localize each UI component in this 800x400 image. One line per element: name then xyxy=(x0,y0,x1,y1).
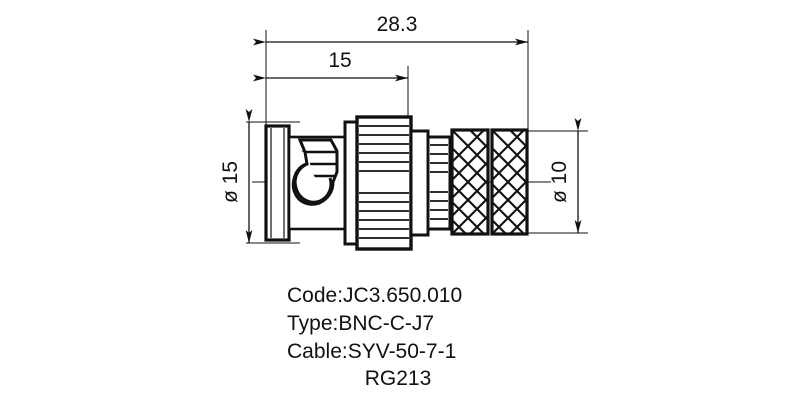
spec-type: Type:BNC-C-J7 xyxy=(287,312,434,335)
dimension-label-body: 15 xyxy=(328,49,351,72)
dimension-left-diameter: ø 15 xyxy=(219,109,253,243)
dimension-label-left-diameter: ø 15 xyxy=(219,161,242,203)
coupling-nut xyxy=(355,115,413,251)
bayonet-slot xyxy=(291,138,339,206)
rear-flange xyxy=(264,124,291,242)
specification-text-block: Code:JC3.650.010 Type:BNC-C-J7 Cable:SYV… xyxy=(287,284,462,390)
rear-body-step xyxy=(409,129,430,237)
dimension-label-overall: 28.3 xyxy=(377,13,418,36)
spec-cable-alt: RG213 xyxy=(365,367,432,390)
dimension-body-length: 15 xyxy=(253,49,408,82)
crimp-ferrule-ring xyxy=(426,135,452,231)
ferrule-ring-ribs xyxy=(430,144,448,220)
knurl-pattern-b xyxy=(492,130,527,234)
coupling-nut-knurl xyxy=(359,125,409,239)
knurled-sleeve-b xyxy=(490,128,529,236)
knurl-pattern-a xyxy=(452,130,488,234)
connector-body xyxy=(264,115,529,251)
dimension-overall-length: 28.3 xyxy=(253,13,528,46)
dimension-label-right-diameter: ø 10 xyxy=(548,161,571,203)
dimension-right-diameter: ø 10 xyxy=(548,118,582,233)
spec-cable: Cable:SYV-50-7-1 xyxy=(287,340,456,363)
spec-code: Code:JC3.650.010 xyxy=(287,284,462,307)
knurled-sleeve-a xyxy=(450,128,490,236)
front-collar xyxy=(343,120,359,246)
